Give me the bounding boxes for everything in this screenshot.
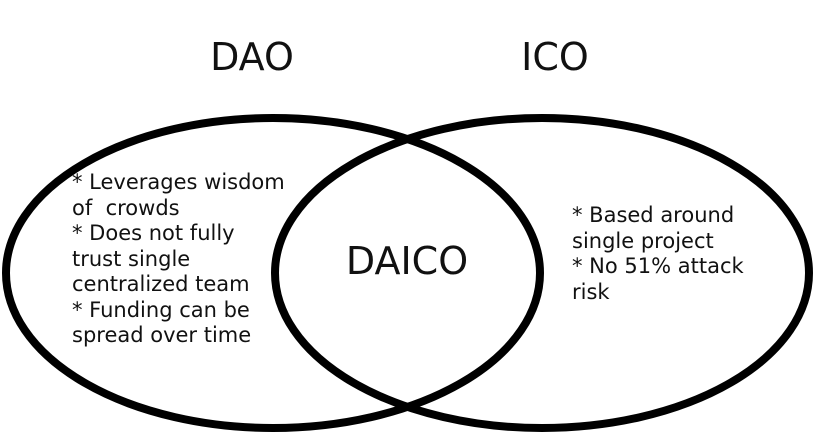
note-line: * Funding can be: [72, 297, 250, 322]
note-line: * Leverages wisdom: [72, 170, 285, 194]
note-line: centralized team: [72, 272, 250, 296]
note-line: single project: [572, 228, 714, 253]
intersection-label: DAICO: [346, 239, 468, 283]
note-line: * No 51% attack: [572, 254, 744, 278]
note-line: risk: [572, 279, 610, 304]
note-line: * Does not fully: [72, 221, 235, 245]
note-line: trust single: [72, 246, 191, 271]
note-line: spread over time: [72, 323, 252, 347]
ico-set-label: ICO: [521, 35, 589, 79]
note-line: of crowds: [72, 195, 180, 220]
dao-set-circle: [2, 114, 544, 432]
dao-set-label: DAO: [210, 35, 294, 79]
ico-set-circle: [271, 114, 813, 432]
note-line: * Based around: [572, 203, 735, 227]
